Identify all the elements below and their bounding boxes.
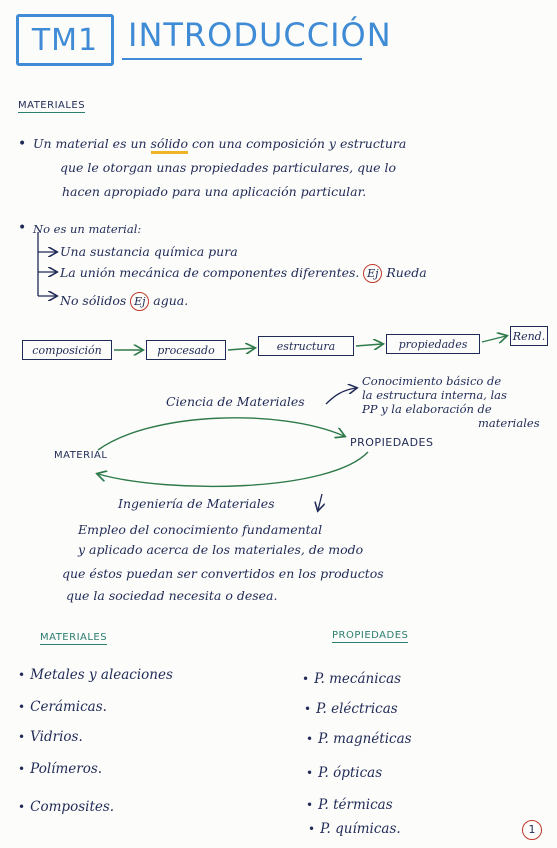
flow-step-propiedades: propiedades — [386, 334, 480, 354]
ingenieria-materiales-label: Ingeniería de Materiales — [118, 496, 275, 511]
materials-list-item-2: • Cerámicas. — [18, 696, 107, 715]
flow-step-composicion: composición — [22, 340, 112, 360]
list-item-text: P. químicas. — [320, 821, 401, 837]
list-item-text: P. térmicas — [318, 797, 393, 813]
flow-step-rend: Rend. — [510, 326, 548, 346]
materials-list-item-5: • Composites. — [18, 796, 114, 815]
ciencia-materiales-label: Ciencia de Materiales — [166, 394, 305, 409]
ingenieria-arc — [98, 451, 369, 488]
list-item-text: Polímeros. — [30, 761, 103, 777]
materials-list-item-4: • Polímeros. — [18, 758, 102, 777]
list-item-text: P. ópticas — [318, 765, 383, 781]
properties-list-item-2: • P. eléctricas — [304, 698, 398, 717]
bullet-dot: • — [18, 220, 27, 236]
page-number: 1 — [522, 820, 542, 840]
list-bullet: • — [18, 700, 26, 714]
list-bullet: • — [18, 800, 26, 814]
list-item-text: P. eléctricas — [316, 701, 398, 717]
list-bullet: • — [308, 822, 316, 836]
list-item-text: Vidrios. — [30, 729, 83, 745]
flow-step-procesado: procesado — [146, 340, 226, 360]
ingenieria-note-line-1: Empleo del conocimiento fundamental — [78, 522, 323, 537]
ingenieria-note-line-4: que la sociedad necesita o desea. — [66, 588, 278, 603]
flow-step-estructura: estructura — [258, 336, 354, 356]
properties-list-item-4: • P. ópticas — [306, 762, 382, 781]
list-bullet: • — [18, 730, 26, 744]
ingenieria-note-line-2: y aplicado acerca de los materiales, de … — [78, 542, 364, 557]
unit-label: TM1 — [31, 22, 99, 58]
example-text: agua. — [153, 293, 189, 308]
list-bullet: • — [306, 798, 314, 812]
ciencia-arc — [97, 417, 344, 451]
materials-list-item-3: • Vidrios. — [18, 726, 83, 745]
example-mark: Ej — [130, 292, 150, 311]
properties-list-item-5: • P. térmicas — [306, 794, 393, 813]
definition-line-1: Un material es un sólido con una composi… — [33, 136, 407, 154]
section-heading-materiales: MATERIALES — [18, 100, 86, 113]
list-item-text: P. magnéticas — [318, 731, 412, 747]
list-bullet: • — [306, 766, 314, 780]
list-item-text: Composites. — [30, 799, 115, 815]
list-item-text: Metales y aleaciones — [30, 667, 173, 683]
materials-list-item-1: • Metales y aleaciones — [18, 664, 173, 683]
definition-line-2: que le otorgan unas propiedades particul… — [60, 160, 397, 175]
example-text: Rueda — [386, 265, 427, 280]
properties-list-item-6: • P. químicas. — [308, 818, 401, 837]
definition-prefix: Un material es un — [33, 136, 151, 151]
materials-list-heading: MATERIALES — [40, 632, 108, 645]
not-material-text: No sólidos — [60, 293, 127, 308]
example-mark: Ej — [363, 264, 383, 283]
list-bullet: • — [18, 762, 26, 776]
title-underline — [122, 58, 362, 60]
unit-label-box: TM1 — [16, 14, 114, 66]
not-material-item-2: La unión mecánica de componentes diferen… — [60, 264, 427, 283]
not-material-text: La unión mecánica de componentes diferen… — [60, 265, 360, 280]
ingenieria-note-arrow — [318, 493, 322, 510]
list-item-text: Cerámicas. — [30, 699, 107, 715]
ciencia-note-line-1: Conocimiento básico de — [362, 374, 502, 388]
page-title: INTRODUCCIÓN — [128, 16, 392, 54]
properties-list-item-1: • P. mecánicas — [302, 668, 401, 687]
bullet-dot: • — [18, 136, 27, 152]
flow-arrow-2 — [227, 348, 254, 350]
list-bullet: • — [306, 732, 314, 746]
material-node: MATERIAL — [54, 450, 108, 461]
ciencia-note-line-3: PP y la elaboración de — [362, 402, 492, 416]
list-bullet: • — [302, 672, 310, 686]
properties-list-item-3: • P. magnéticas — [306, 728, 412, 747]
not-material-item-1: Una sustancia química pura — [60, 244, 238, 259]
list-bullet: • — [18, 668, 26, 682]
flow-arrow-3 — [355, 344, 382, 346]
list-bullet: • — [304, 702, 312, 716]
definition-line-3: hacen apropiado para una aplicación part… — [62, 184, 367, 199]
ciencia-note-arrow — [325, 388, 356, 405]
definition-suffix: con una composición y estructura — [188, 136, 407, 151]
ciencia-note-line-4: materiales — [478, 416, 540, 430]
definition-highlight: sólido — [150, 136, 189, 154]
not-material-item-3: No sólidos Ej agua. — [60, 292, 188, 311]
propiedades-node: PROPIEDADES — [350, 436, 434, 449]
ingenieria-note-line-3: que éstos puedan ser convertidos en los … — [62, 566, 384, 581]
list-item-text: P. mecánicas — [314, 671, 402, 687]
not-material-text: Una sustancia química pura — [60, 244, 238, 259]
properties-list-heading: PROPIEDADES — [332, 630, 409, 643]
not-materials-intro: No es un material: — [33, 222, 142, 236]
ciencia-note-line-2: la estructura interna, las — [362, 388, 507, 402]
flow-arrow-4 — [481, 336, 506, 342]
